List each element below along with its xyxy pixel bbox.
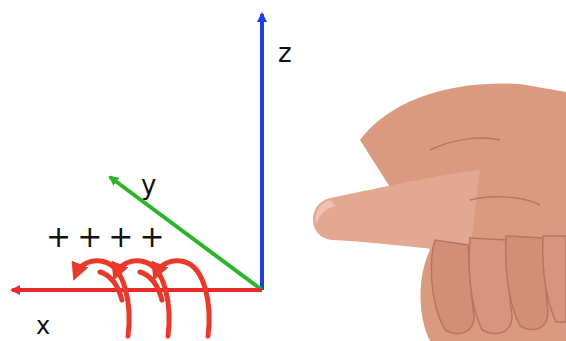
x-axis <box>12 288 262 292</box>
axis-label-y: y <box>141 172 156 198</box>
axis-label-z: z <box>278 40 292 66</box>
plus-signs: ++++ <box>46 222 171 252</box>
right-hand-photo <box>313 83 566 341</box>
z-axis <box>260 14 264 290</box>
rotation-curls <box>76 261 209 336</box>
axis-label-x: x <box>36 314 50 338</box>
